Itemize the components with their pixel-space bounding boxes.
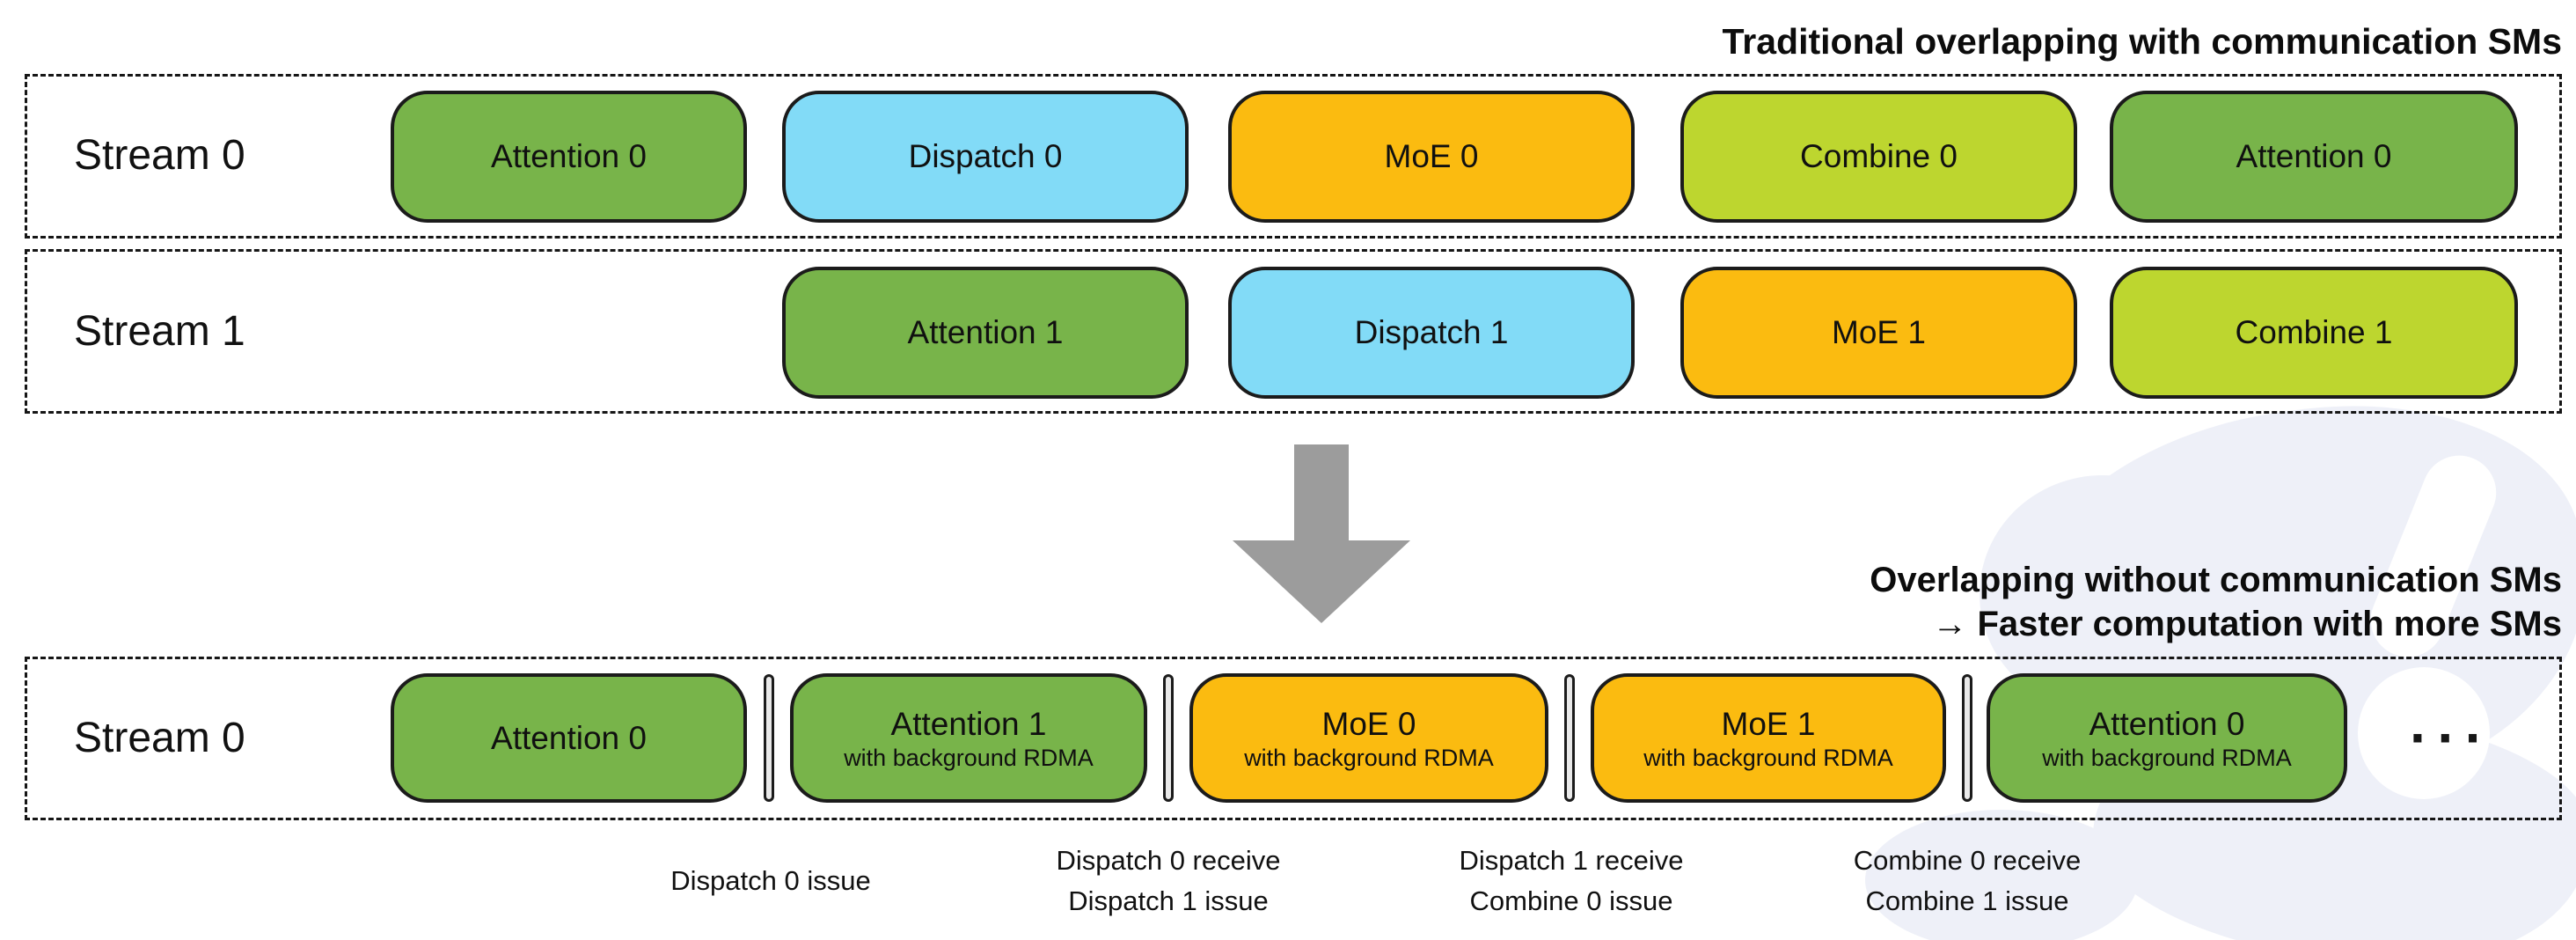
block-label: MoE 1 xyxy=(1721,705,1816,742)
block-moe-0-rdma: MoE 0 with background RDMA xyxy=(1189,673,1548,803)
sync-barrier xyxy=(764,674,774,802)
block-label: MoE 0 xyxy=(1384,138,1479,174)
stream0-label: Stream 0 xyxy=(74,132,245,179)
section-title-traditional: Traditional overlapping with communicati… xyxy=(1722,21,2563,62)
block-label: Attention 0 xyxy=(491,719,647,756)
block-attention-0-next-rdma: Attention 0 with background RDMA xyxy=(1987,673,2347,803)
block-moe-1-rdma: MoE 1 with background RDMA xyxy=(1591,673,1946,803)
annotation-line2: → Faster computation with more SMs xyxy=(1932,605,2562,643)
block-label: Attention 0 xyxy=(2236,138,2392,174)
marker-line: Dispatch 0 issue xyxy=(670,865,871,896)
continuation-ellipsis: ··· xyxy=(2410,706,2492,769)
block-label: Dispatch 0 xyxy=(908,138,1063,174)
marker-combine0-receive: Combine 0 receive Combine 1 issue xyxy=(1791,841,2143,922)
marker-line: Dispatch 0 receive xyxy=(1056,845,1281,876)
block-label: MoE 0 xyxy=(1321,705,1416,742)
sync-barrier xyxy=(1962,674,1972,802)
block-moe-0: MoE 0 xyxy=(1228,91,1635,223)
block-sublabel: with background RDMA xyxy=(1244,744,1494,771)
block-label: Combine 1 xyxy=(2235,314,2393,350)
down-arrow-icon xyxy=(1294,444,1349,541)
block-attention-1-rdma: Attention 1 with background RDMA xyxy=(790,673,1147,803)
sync-barrier xyxy=(1564,674,1575,802)
block-label: Attention 1 xyxy=(907,314,1064,350)
section-title-overlapping: Overlapping without communication SMs → … xyxy=(1870,558,2562,646)
block-attention-0-rdma-row: Attention 0 xyxy=(391,673,747,803)
sync-barrier xyxy=(1163,674,1174,802)
block-sublabel: with background RDMA xyxy=(844,744,1094,771)
marker-dispatch0-issue: Dispatch 0 issue xyxy=(595,841,947,922)
marker-line: Combine 1 issue xyxy=(1865,885,2069,916)
block-label: Dispatch 1 xyxy=(1354,314,1509,350)
stream1-label: Stream 1 xyxy=(74,308,245,355)
block-sublabel: with background RDMA xyxy=(1643,744,1893,771)
watermark-blob xyxy=(1865,810,2138,940)
block-dispatch-1: Dispatch 1 xyxy=(1228,267,1635,399)
marker-line: Dispatch 1 issue xyxy=(1068,885,1269,916)
stream0-box-new xyxy=(25,657,2562,820)
marker-dispatch1-receive: Dispatch 1 receive Combine 0 issue xyxy=(1395,841,1747,922)
block-combine-1: Combine 1 xyxy=(2110,267,2518,399)
marker-dispatch0-receive: Dispatch 0 receive Dispatch 1 issue xyxy=(992,841,1344,922)
stream1-box-traditional xyxy=(25,249,2562,414)
block-label: Attention 0 xyxy=(2089,705,2245,742)
block-moe-1: MoE 1 xyxy=(1680,267,2077,399)
block-sublabel: with background RDMA xyxy=(2042,744,2292,771)
block-attention-0-next: Attention 0 xyxy=(2110,91,2518,223)
block-label: Combine 0 xyxy=(1800,138,1958,174)
marker-line: Dispatch 1 receive xyxy=(1459,845,1684,876)
stream0-box-traditional xyxy=(25,74,2562,239)
marker-line: Combine 0 receive xyxy=(1853,845,2082,876)
down-arrow-icon xyxy=(1233,540,1410,623)
block-label: Attention 1 xyxy=(890,705,1047,742)
marker-line: Combine 0 issue xyxy=(1469,885,1673,916)
block-label: Attention 0 xyxy=(491,138,647,174)
block-dispatch-0: Dispatch 0 xyxy=(782,91,1189,223)
block-attention-1: Attention 1 xyxy=(782,267,1189,399)
block-attention-0: Attention 0 xyxy=(391,91,747,223)
stream0-new-label: Stream 0 xyxy=(74,715,245,761)
block-label: MoE 1 xyxy=(1832,314,1926,350)
block-combine-0: Combine 0 xyxy=(1680,91,2077,223)
annotation-line1: Overlapping without communication SMs xyxy=(1870,561,2562,599)
watermark-hole xyxy=(2358,667,2490,799)
